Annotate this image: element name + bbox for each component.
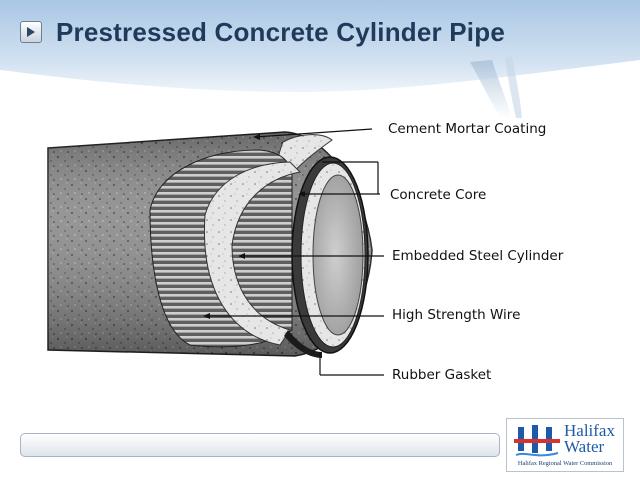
- label-embedded-steel-cylinder: Embedded Steel Cylinder: [392, 248, 564, 264]
- rubber-gasket: [284, 330, 322, 358]
- halifax-water-logo: Halifax Water Halifax Regional Water Com…: [506, 418, 624, 472]
- header-band: [0, 0, 640, 118]
- label-rubber-gasket: Rubber Gasket: [392, 367, 492, 383]
- concrete-core: [203, 161, 302, 346]
- halifax-water-logo-icon: [514, 425, 560, 457]
- slide-title: Prestressed Concrete Cylinder Pipe: [56, 16, 505, 47]
- logo-name-line1: Halifax: [564, 421, 615, 440]
- logo-subtitle: Halifax Regional Water Commission: [517, 460, 613, 467]
- logo-name-line2: Water: [564, 437, 605, 456]
- logo-name: Halifax Water: [564, 421, 615, 456]
- label-concrete-core: Concrete Core: [390, 187, 487, 203]
- play-triangle-icon: [27, 27, 35, 37]
- title-row: Prestressed Concrete Cylinder Pipe: [20, 14, 505, 50]
- nav-play-button[interactable]: [20, 21, 42, 43]
- label-high-strength-wire: High Strength Wire: [392, 307, 521, 323]
- pipe-bore: [312, 174, 364, 336]
- footer-bar: [20, 433, 500, 457]
- label-cement-mortar-coating: Cement Mortar Coating: [388, 121, 547, 137]
